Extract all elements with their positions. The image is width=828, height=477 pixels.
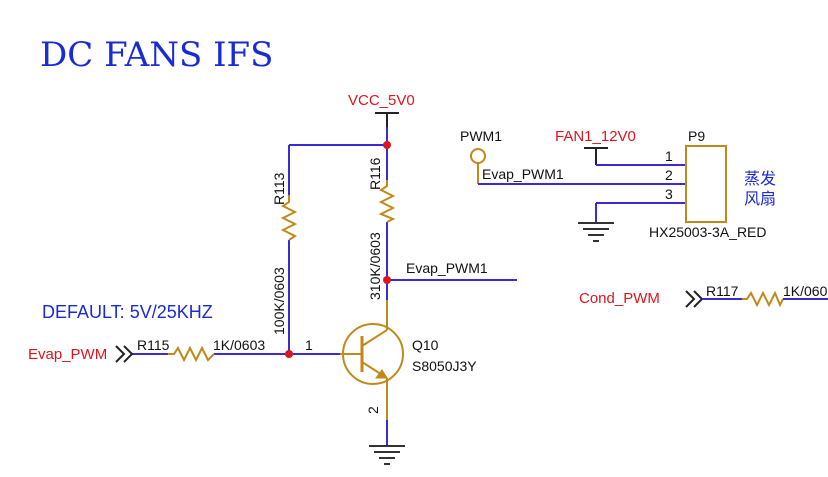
r117-value: 1K/060	[783, 283, 828, 299]
junction-dot	[383, 141, 391, 149]
vcc-power-symbol: VCC_5V0	[348, 92, 415, 127]
p9-pin-3: 3	[665, 186, 673, 202]
port-evap-pwm[interactable]: Evap_PWM	[28, 345, 134, 363]
r113-value: 100K/0603	[271, 267, 287, 335]
fan-label-line2: 风扇	[744, 189, 776, 208]
r113-ref: R113	[271, 172, 287, 205]
r116-value: 310K/0603	[367, 232, 383, 300]
fan-supply-symbol: FAN1_12V0	[555, 128, 686, 166]
q10-value: S8050J3Y	[412, 358, 477, 374]
r115-value: 1K/0603	[213, 337, 265, 353]
connector-p9[interactable]: P9 1 2 3 HX25003-3A_RED	[649, 128, 767, 240]
p9-pin-1: 1	[665, 148, 673, 164]
r115-ref: R115	[137, 337, 170, 353]
page-title: DC FANS IFS	[40, 35, 273, 75]
net-label-evap-pwm1-conn: Evap_PWM1	[482, 166, 564, 182]
q10-ref: Q10	[412, 337, 439, 353]
p9-ref: P9	[688, 128, 705, 144]
vcc-label: VCC_5V0	[348, 92, 415, 109]
port-cond-pwm[interactable]: Cond_PWM	[579, 290, 742, 308]
ground-symbol	[369, 445, 405, 465]
resistor-r116[interactable]: R116 310K/0603	[367, 157, 396, 300]
net-label-evap-pwm: Evap_PWM	[28, 346, 107, 363]
r116-ref: R116	[367, 157, 383, 190]
p9-value: HX25003-3A_RED	[649, 224, 767, 240]
resistor-r115[interactable]: R115 1K/0603	[137, 337, 265, 363]
fan-label-line1: 蒸发	[744, 169, 776, 188]
transistor-q10[interactable]: 1 2 Q10 S8050J3Y	[305, 300, 477, 420]
junction-dot	[383, 276, 391, 284]
p9-ground-wire	[578, 202, 686, 242]
r117-ref: R117	[706, 283, 739, 299]
junction-dot	[285, 350, 293, 358]
net-label-cond-pwm: Cond_PWM	[579, 290, 660, 307]
testpoint-pwm1[interactable]: PWM1 Evap_PWM1	[460, 128, 686, 185]
testpoint-label: PWM1	[460, 128, 502, 144]
resistor-r117[interactable]: R117 1K/060	[706, 283, 828, 308]
wires-left-circuit	[132, 127, 517, 446]
resistor-r113[interactable]: R113 100K/0603	[271, 172, 298, 335]
q10-pin-emitter: 2	[365, 406, 381, 414]
q10-pin-base: 1	[305, 337, 313, 353]
net-label-evap-pwm1: Evap_PWM1	[406, 260, 488, 276]
fan-supply-label: FAN1_12V0	[555, 128, 636, 145]
default-note: DEFAULT: 5V/25KHZ	[42, 302, 213, 322]
p9-pin-2: 2	[665, 167, 673, 183]
